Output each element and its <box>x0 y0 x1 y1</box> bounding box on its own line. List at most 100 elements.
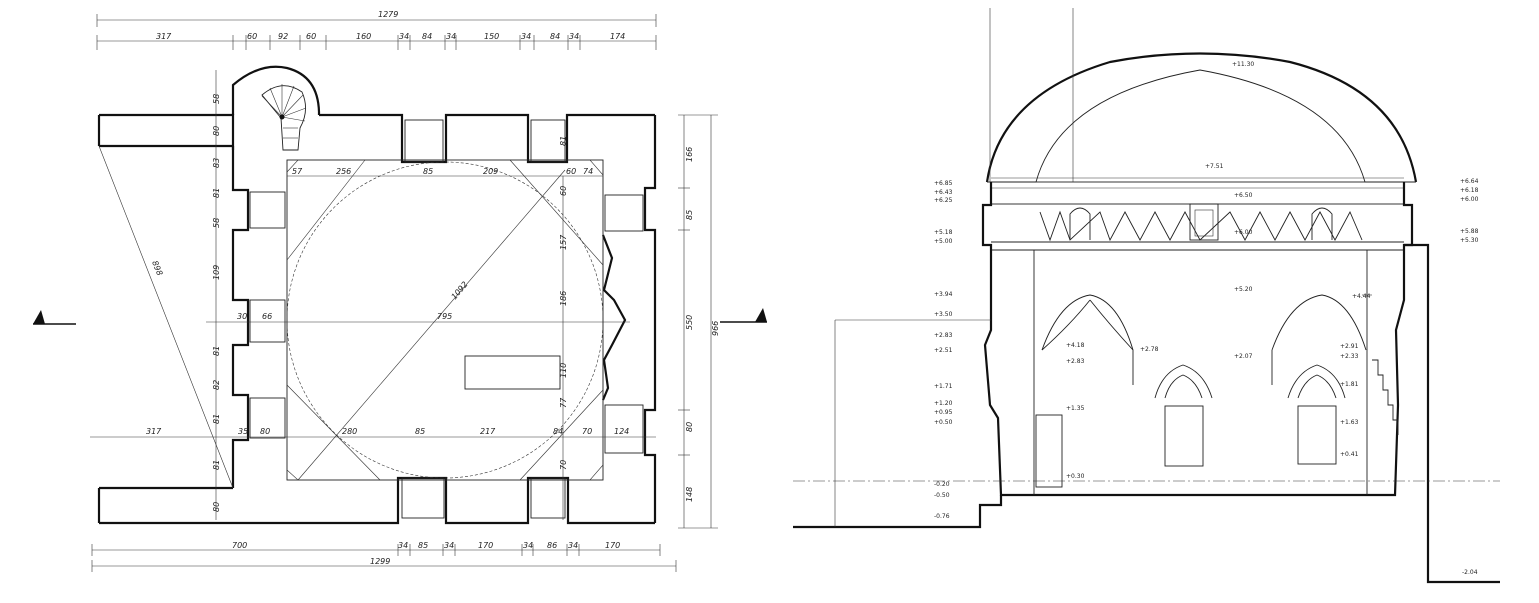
inner-right-6: 70 <box>559 460 568 470</box>
floor-plan: 1279 317 60 92 60 160 34 84 34 150 34 84 <box>33 10 767 572</box>
bottom-seg-4: 170 <box>478 541 493 550</box>
inner-mid-2: 795 <box>437 312 452 321</box>
crown-level: +11.30 <box>1232 61 1254 68</box>
center-level-3: +5.20 <box>1234 286 1253 293</box>
inner-dimension-lines: 57 256 85 209 60 74 30 66 795 317 35 80 … <box>90 136 656 520</box>
top-seg-11: 34 <box>569 32 579 41</box>
inner-top-4: 60 <box>566 167 576 176</box>
top-seg-1: 60 <box>247 32 257 41</box>
left-level-13: -0.20 <box>934 481 950 488</box>
center-level-1: +6.50 <box>1234 192 1253 199</box>
left-level-3: +5.18 <box>934 229 953 236</box>
drum <box>990 177 1405 251</box>
left-level-9: +1.71 <box>934 383 953 390</box>
bottom-seg-2: 85 <box>418 541 428 550</box>
left-seg-3: 81 <box>212 188 221 198</box>
right-seg-2: 550 <box>685 315 694 330</box>
inner-bottom-6: 84 <box>553 427 563 436</box>
right-level-5: +4.44 <box>1352 293 1371 300</box>
right-seg-4: 148 <box>685 487 694 502</box>
right-level-6: +2.91 <box>1340 343 1359 350</box>
right-level-9: +1.63 <box>1340 419 1359 426</box>
center-levels: +7.51 +6.50 +6.00 +5.20 +4.18 +2.83 +2.7… <box>1066 163 1253 480</box>
center-level-4: +4.18 <box>1066 342 1085 349</box>
center-level-9: +0.30 <box>1066 473 1085 480</box>
left-levels: +6.85 +6.43 +6.25 +5.18 +5.00 +3.94 +3.5… <box>934 180 953 520</box>
stair-tower <box>231 65 321 151</box>
left-seg-7: 82 <box>212 380 221 390</box>
right-levels: +6.64 +6.18 +6.00 +5.88 +5.30 +4.44 +2.9… <box>1340 178 1479 576</box>
top-seg-6: 84 <box>422 32 432 41</box>
top-seg-4: 160 <box>356 32 371 41</box>
right-seg-0: 166 <box>685 147 694 162</box>
inner-top-2: 85 <box>423 167 433 176</box>
inner-bottom-3: 280 <box>342 427 357 436</box>
bottom-seg-5: 34 <box>523 541 533 550</box>
bottom-seg-1: 34 <box>398 541 408 550</box>
right-seg-1: 85 <box>685 210 694 220</box>
bottom-seg-6: 86 <box>547 541 557 550</box>
left-seg-8: 81 <box>212 414 221 424</box>
left-level-11: +0.95 <box>934 409 953 416</box>
right-level-2: +6.00 <box>1460 196 1479 203</box>
inner-bottom-7: 70 <box>582 427 592 436</box>
inner-bottom-1: 35 <box>238 427 248 436</box>
inner-mid-1: 66 <box>262 312 272 321</box>
inner-top-0: 57 <box>292 167 303 176</box>
left-level-10: +1.20 <box>934 400 953 407</box>
left-level-14: -0.50 <box>934 492 950 499</box>
right-level-7: +2.33 <box>1340 353 1359 360</box>
right-level-11: -2.04 <box>1462 569 1478 576</box>
right-total-dim: 966 <box>711 321 720 336</box>
left-seg-5: 109 <box>212 265 221 280</box>
dome: +11.30 <box>985 52 1418 183</box>
top-seg-3: 60 <box>306 32 316 41</box>
inner-right-0: 81 <box>559 136 568 146</box>
bottom-seg-7: 34 <box>568 541 578 550</box>
left-seg-10: 80 <box>212 502 221 512</box>
center-level-8: +1.35 <box>1066 405 1085 412</box>
left-diagonal-dim: 898 <box>150 259 164 277</box>
section-marker-left <box>33 310 76 325</box>
inner-top-3: 209 <box>483 167 498 176</box>
left-level-15: -0.76 <box>934 513 950 520</box>
left-seg-2: 83 <box>212 158 221 168</box>
left-level-12: +0.50 <box>934 419 953 426</box>
inner-mid-0: 30 <box>237 312 247 321</box>
right-level-1: +6.18 <box>1460 187 1479 194</box>
bottom-seg-8: 170 <box>605 541 620 550</box>
left-level-6: +3.50 <box>934 311 953 318</box>
inner-right-4: 110 <box>559 363 568 378</box>
inner-bottom-2: 80 <box>260 427 270 436</box>
left-seg-6: 81 <box>212 346 221 356</box>
inner-bottom-5: 217 <box>480 427 496 436</box>
right-seg-3: 80 <box>685 422 694 432</box>
side-walls <box>793 8 1500 584</box>
right-level-8: +1.81 <box>1340 381 1359 388</box>
inner-diagonal-dim: 1092 <box>450 280 470 301</box>
center-level-2: +6.00 <box>1234 229 1253 236</box>
top-seg-12: 174 <box>610 32 625 41</box>
inner-top-5: 74 <box>583 167 593 176</box>
inner-right-2: 157 <box>559 234 568 250</box>
right-level-0: +6.64 <box>1460 178 1479 185</box>
left-level-7: +2.83 <box>934 332 953 339</box>
bottom-seg-0: 700 <box>232 541 247 550</box>
inner-right-5: 77 <box>559 397 568 408</box>
left-seg-9: 81 <box>212 460 221 470</box>
inner-bottom-8: 124 <box>614 427 629 436</box>
top-seg-7: 34 <box>446 32 456 41</box>
left-level-5: +3.94 <box>934 291 953 298</box>
top-seg-2: 92 <box>278 32 288 41</box>
building-section: +11.30 <box>793 8 1500 584</box>
left-level-8: +2.51 <box>934 347 953 354</box>
right-level-3: +5.88 <box>1460 228 1479 235</box>
inner-right-1: 60 <box>559 186 568 196</box>
bottom-seg-3: 34 <box>444 541 454 550</box>
top-seg-10: 84 <box>550 32 560 41</box>
section-marker-right <box>720 308 767 323</box>
center-level-5: +2.83 <box>1066 358 1085 365</box>
inner-right-3: 186 <box>559 291 568 306</box>
left-dimension-line: 58 80 83 81 58 109 81 82 81 81 80 <box>212 70 221 520</box>
